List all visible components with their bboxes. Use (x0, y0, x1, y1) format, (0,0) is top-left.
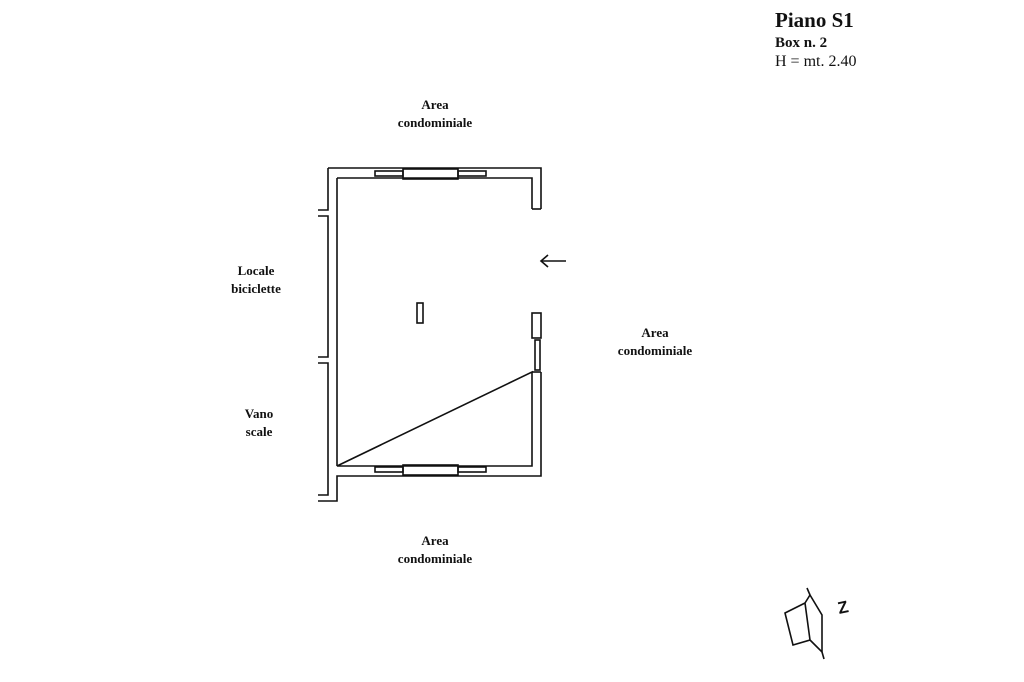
title-block: Piano S1 Box n. 2 H = mt. 2.40 (775, 8, 856, 72)
bottom-window-right (457, 466, 487, 473)
floor-title: Piano S1 (775, 8, 854, 32)
door-panel-lower (534, 339, 541, 371)
inner-wall (336, 177, 533, 467)
unit-title: Box n. 2 (775, 35, 828, 52)
entry-arrow-head (539, 254, 549, 268)
label-area-right: Area condominiale (617, 325, 693, 358)
top-window-right (457, 170, 487, 177)
height-note: H = mt. 2.40 (775, 53, 857, 71)
label-area-bottom: Area condominiale (397, 533, 473, 566)
outer-wall (318, 167, 542, 502)
outer-wall-left-top (318, 168, 329, 211)
label-bike-room: Locale biciclette (231, 263, 281, 296)
label-stairwell: Vano scale (244, 406, 274, 439)
compass-icon (784, 593, 823, 654)
outer-wall-left-bottom (318, 362, 329, 496)
label-area-top: Area condominiale (397, 97, 473, 130)
center-marker (416, 302, 424, 324)
top-window-left (374, 170, 404, 177)
outer-wall-left-mid (318, 215, 329, 358)
bottom-window-left (374, 466, 404, 473)
door-panel-upper (531, 312, 542, 339)
